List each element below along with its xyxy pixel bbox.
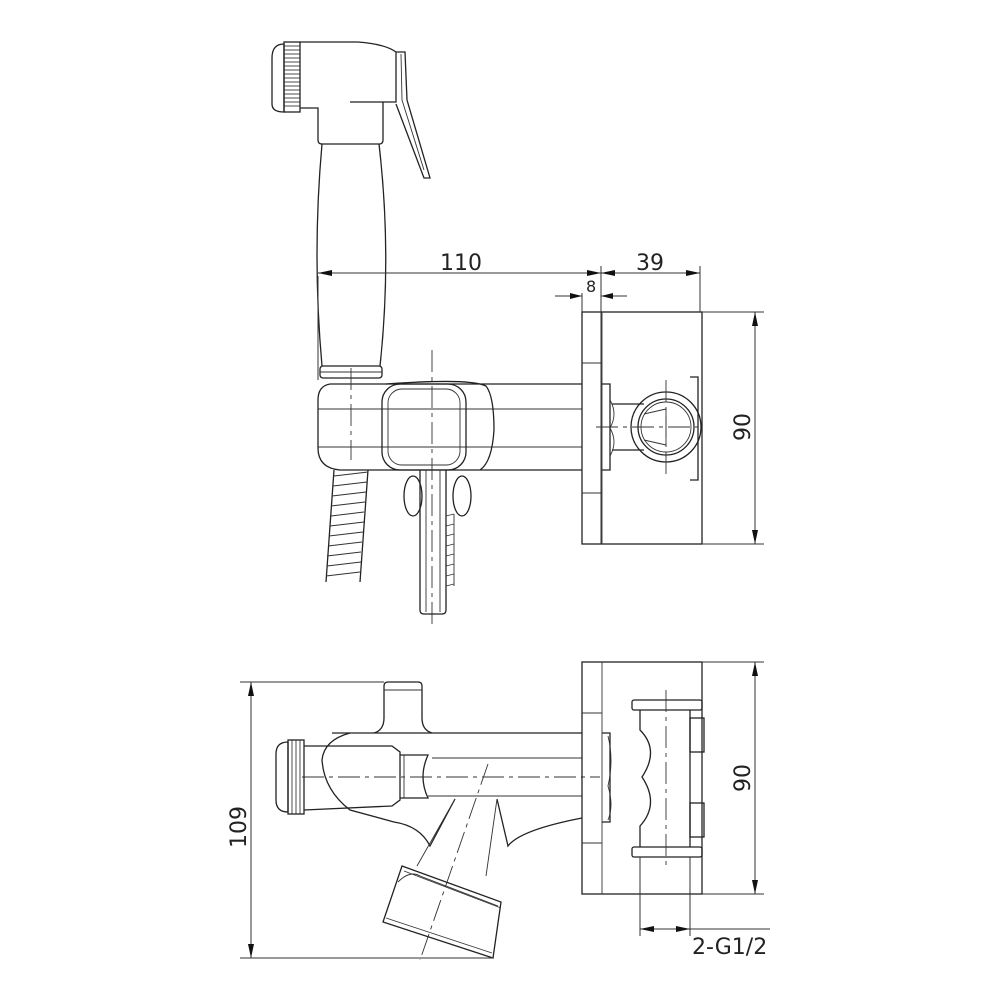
dimension-8: 8 <box>555 277 627 312</box>
dimension-39: 39 <box>600 251 701 544</box>
wall-flange-front <box>581 311 703 545</box>
dimension-90-top: 90 <box>702 661 764 895</box>
lower-connector <box>403 470 472 615</box>
dim-90-front-label: 90 <box>731 413 756 441</box>
dimension-110: 110 <box>317 251 601 380</box>
dimension-90-front: 90 <box>702 311 764 545</box>
dim-8-label: 8 <box>586 277 596 296</box>
sprayer-head <box>271 41 431 179</box>
dim-90-top-label: 90 <box>731 764 756 792</box>
dimension-109: 109 <box>227 681 493 959</box>
mixer-body-top <box>275 732 600 961</box>
lever-top <box>373 681 433 734</box>
dim-109-label: 109 <box>227 806 252 848</box>
top-view: 109 90 2-G1/2 <box>227 661 770 961</box>
wall-flange-top <box>581 661 705 936</box>
dim-110-label: 110 <box>440 251 482 276</box>
sprayer-handle <box>316 143 387 379</box>
dimension-thread: 2-G1/2 <box>640 926 770 960</box>
dim-39-label: 39 <box>636 251 664 276</box>
front-view: 110 39 8 90 <box>271 41 764 626</box>
mixer-body <box>317 350 582 626</box>
hose <box>325 469 369 583</box>
thread-label: 2-G1/2 <box>692 935 767 960</box>
